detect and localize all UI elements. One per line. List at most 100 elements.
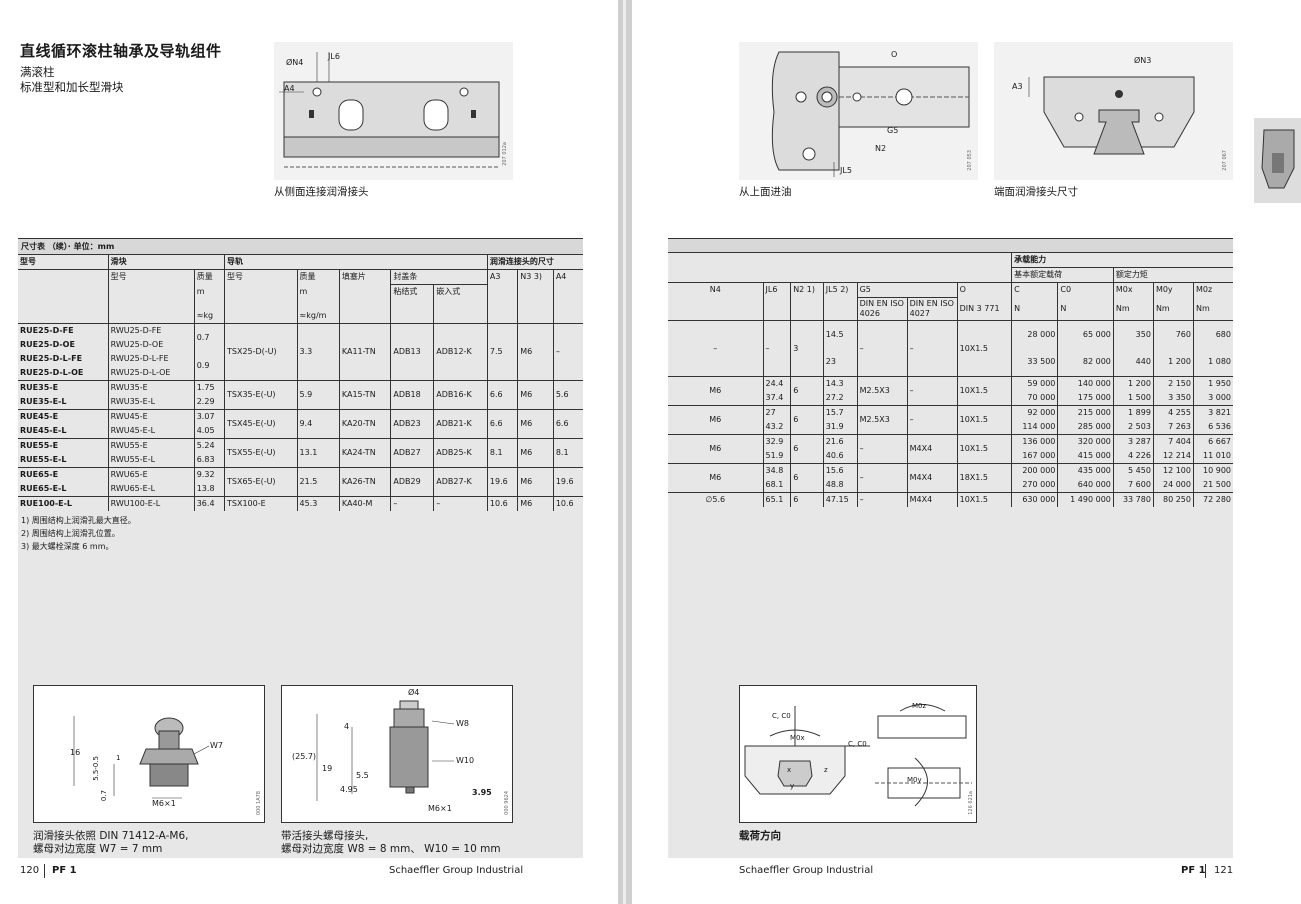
row-mass: 0.7 (193, 323, 225, 352)
end-lube-caption: 端面润滑接头尺寸 (994, 186, 1078, 198)
cell-mx: 3 287 (1112, 434, 1154, 449)
col-seal: 封盖条 (390, 269, 488, 285)
label-c-c0: C, C0 (772, 712, 791, 720)
row-slider: RWU35-E (107, 380, 195, 395)
cell-n3: M6 (517, 409, 554, 438)
row-mass: 9.32 (193, 467, 225, 482)
row-mass: 1.75 (193, 380, 225, 395)
unit-nm: Nm (1112, 297, 1154, 321)
cell-g4027: M4X4 (906, 463, 958, 493)
dim-0-7: 0.7 (100, 790, 108, 802)
cell-n4: M6 (709, 386, 722, 395)
company-name: Schaeffler Group Industrial (739, 865, 874, 876)
cell-rm: 13.1 (296, 438, 340, 467)
row-slider: RWU25-D-L-OE (107, 365, 195, 380)
cell-a3: 19.6 (486, 467, 518, 496)
col-basic-load: 基本额定载荷 (1011, 267, 1114, 283)
row-mass: 3.07 (193, 409, 225, 424)
cell-n2: 6 (790, 376, 824, 406)
cell-C0: 65 000 (1057, 320, 1114, 349)
row-slider: RWU45-E (107, 409, 195, 424)
cell-rail: TSX45-E(-U) (224, 409, 298, 438)
row-type: RUE25-D-L-FE (20, 353, 83, 363)
cell-mx: 440 (1112, 348, 1154, 377)
cell-jl5: 23 (822, 348, 858, 377)
cell-g: ADB18 (390, 380, 434, 409)
cell-fill: KA26-TN (338, 467, 391, 496)
label-m6: M6×1 (428, 804, 452, 813)
cell-mz: 3 000 (1192, 391, 1233, 406)
cell-e: ADB25-K (433, 438, 488, 467)
unit-n: N (1057, 297, 1114, 321)
cell-e: ADB27-K (433, 467, 488, 496)
cell-n3: M6 (517, 380, 554, 409)
col-rail: 导轨 (224, 255, 488, 270)
cell-mx: 350 (1112, 320, 1154, 349)
page-number: 120 (20, 865, 40, 876)
table-header: 尺寸表 （续）· 单位：mm (18, 238, 583, 255)
cell-jl6: 43.2 (762, 420, 791, 435)
cell-C: 33 500 (1011, 348, 1058, 377)
cell-a4: 5.6 (552, 380, 583, 409)
cell-C0: 215 000 (1057, 405, 1114, 420)
row-type: RUE25-D-L-OE (20, 367, 84, 377)
dim-19: 19 (322, 764, 333, 773)
label-w8: W8 (456, 719, 469, 728)
cell-mz: 72 280 (1192, 492, 1233, 507)
row-type: RUE25-D-OE (20, 339, 75, 349)
cell-e: ADB21-K (433, 409, 488, 438)
top-lube-drawing (771, 51, 970, 177)
row-slider: RWU65-E (107, 467, 195, 482)
grease-caption-2: 螺母对边宽度 W7 = 7 mm (33, 843, 163, 855)
book-gutter (618, 0, 632, 904)
col-n2: N2 1) (790, 282, 824, 298)
cell-rm: 45.3 (296, 496, 340, 511)
cell-n4: M6 (709, 444, 722, 453)
row-slider: RWU55-E-L (107, 452, 195, 467)
cell-n4: M6 (709, 473, 722, 482)
col-slider-type: 型号 (107, 269, 195, 285)
unit-kg: ≈kg (193, 299, 225, 323)
cell-C: 114 000 (1011, 420, 1058, 435)
cell-g4026: – (856, 492, 908, 507)
col-rail-mass: 质量 (296, 269, 340, 285)
side-lube-caption: 从侧面连接润滑接头 (274, 186, 369, 198)
union-caption-1: 带活接头螺母接头, (281, 830, 369, 842)
cell-C0: 82 000 (1057, 348, 1114, 377)
cell-my: 7 263 (1152, 420, 1194, 435)
cell-C0: 1 490 000 (1057, 492, 1114, 507)
cell-a4: 6.6 (552, 409, 583, 438)
union-caption-2: 螺母对边宽度 W8 = 8 mm、 W10 = 10 mm (281, 843, 501, 855)
col-g5: G5 (856, 282, 958, 298)
cell-mz: 10 900 (1192, 463, 1233, 478)
section-thumb-icon (1254, 118, 1301, 203)
row-slider: RWU100-E-L (107, 496, 195, 511)
figure-ref: 000 1A78 (256, 791, 262, 816)
col-din4027: DIN EN ISO 4027 (906, 297, 958, 321)
figure-ref: 000 9624 (504, 791, 510, 815)
cell-jl6: 34.8 (762, 463, 791, 478)
table-row: RUE25-D-L-OE RWU25-D-L-OE (18, 365, 583, 380)
left-page: 直线循环滚柱轴承及导轨组件 满滚柱 标准型和加长型滑块 ØN4 JL6 A4 2… (0, 0, 618, 904)
label-g5: G5 (887, 126, 899, 135)
cell-jl5: 15.7 (822, 405, 858, 420)
cell-C0: 285 000 (1057, 420, 1114, 435)
cell-jl5: 14.5 (822, 320, 858, 349)
cell-a4: 19.6 (552, 467, 583, 496)
cell-C0: 435 000 (1057, 463, 1114, 478)
footnote-2: 2) 周围结构上润滑孔位置。 (21, 528, 120, 538)
grease-nipple-figure: 16 5.5-0.5 1 0.7 W7 M6×1 000 1A78 (33, 685, 265, 823)
cell-e: ADB16-K (433, 380, 488, 409)
footnote-1: 1) 周围结构上润滑孔最大直径。 (21, 515, 136, 525)
label-a3: A3 (1012, 82, 1023, 91)
section-label: PF 1 (52, 865, 77, 876)
col-a4: A4 (552, 269, 583, 285)
footnote-3: 3) 最大螺栓深度 6 mm。 (21, 541, 114, 551)
end-lube-drawing (1028, 76, 1195, 155)
cell-my: 12 214 (1152, 449, 1194, 464)
